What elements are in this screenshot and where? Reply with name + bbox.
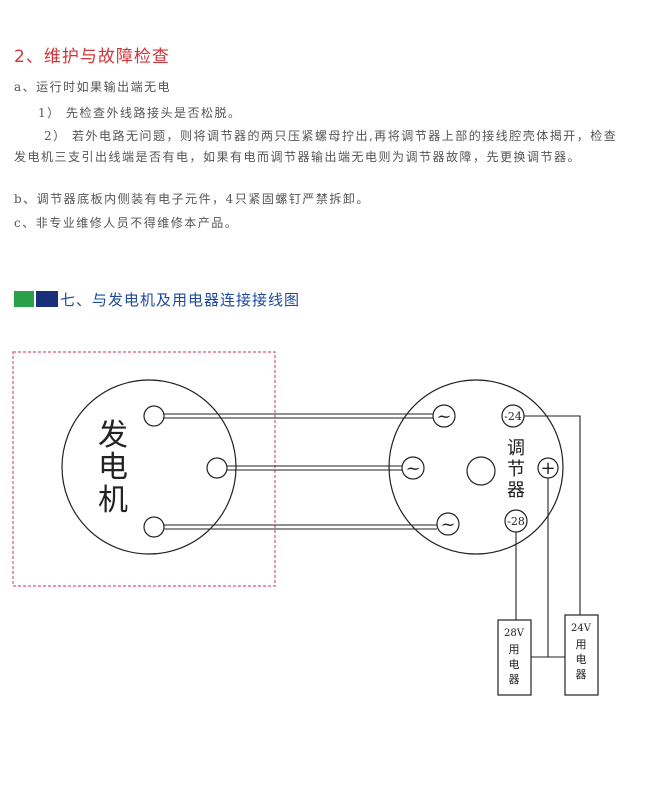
regulator-label-3: 器	[507, 480, 525, 501]
regulator-circle	[388, 379, 564, 555]
label-28: -28	[507, 515, 525, 528]
regulator-label-1: 调	[507, 438, 525, 459]
blue-block	[36, 291, 58, 307]
generator-label-2: 电	[98, 450, 128, 485]
load-24v-box	[564, 614, 599, 696]
load-28v-char-3: 器	[509, 673, 520, 686]
green-block	[14, 291, 34, 307]
label-24: -24	[504, 410, 522, 423]
load-24v-char-3: 器	[576, 668, 587, 681]
load-24v-char-1: 用	[576, 638, 587, 651]
item-a2: 2） 若外电路无问题，则将调节器的两只压紧螺母拧出,再将调节器上部的接线腔壳体揭…	[14, 129, 618, 164]
section-title-wiring: 七、与发电机及用电器连接接线图	[60, 291, 301, 309]
wires	[164, 413, 581, 658]
load-28v-char-1: 用	[509, 643, 520, 656]
regulator-ac-top	[432, 404, 456, 428]
regulator-ac-mid	[401, 456, 425, 480]
regulator-label-2: 节	[507, 459, 525, 480]
load-28v-box	[497, 619, 532, 696]
generator-label-1: 发	[98, 418, 128, 453]
generator-terminal-top	[143, 405, 165, 427]
load-24v-char-2: 电	[576, 653, 587, 666]
regulator-center	[466, 456, 496, 486]
plus-icon: +	[540, 458, 555, 479]
tilde-top: ~	[436, 406, 451, 427]
generator-box	[12, 351, 276, 587]
section-title-maintenance: 2、维护与故障检查	[14, 47, 170, 67]
generator-terminal-mid	[206, 457, 228, 479]
load-24v-voltage: 24V	[571, 623, 592, 634]
generator-circle	[61, 379, 237, 555]
item-c: c、非专业维修人员不得维修本产品。	[14, 216, 239, 230]
item-b: b、调节器底板内侧装有电子元件，4只紧固螺钉严禁拆卸。	[14, 192, 370, 206]
generator-label-3: 机	[98, 483, 128, 518]
generator-terminal-bottom	[143, 516, 165, 538]
wiring-diagram: 发 电 机 ~ ~ ~ -24 + -28 调 节 器 28V 用 电 器 24…	[12, 351, 599, 696]
regulator-ac-bottom	[436, 512, 460, 536]
item-a1: 1） 先检查外线路接头是否松脱。	[38, 106, 242, 120]
tilde-mid: ~	[405, 458, 420, 479]
load-28v-char-2: 电	[509, 658, 520, 671]
load-28v-voltage: 28V	[504, 628, 525, 639]
item-a: a、运行时如果输出端无电	[14, 80, 172, 94]
tilde-bottom: ~	[440, 514, 455, 535]
